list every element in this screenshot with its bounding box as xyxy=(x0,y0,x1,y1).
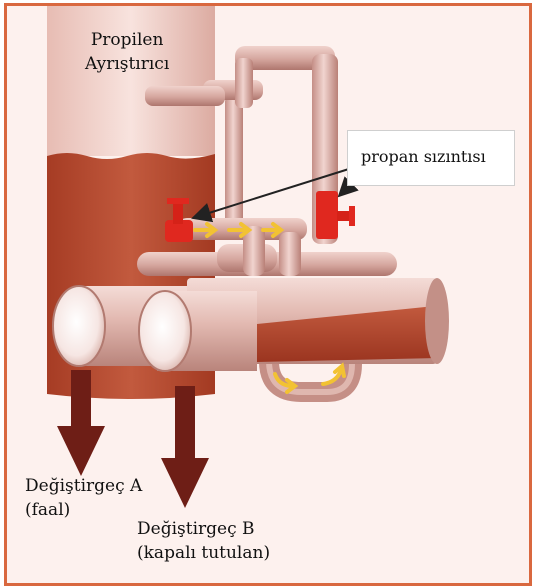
exchanger-b-front xyxy=(139,291,257,371)
exchanger-a-status: (faal) xyxy=(25,500,142,520)
exchanger-b-label: Değiştirgeç B (kapalı tutulan) xyxy=(137,519,270,563)
exchanger-a-name: Değiştirgeç A xyxy=(25,476,142,496)
outlet-arrow-b xyxy=(161,386,209,508)
diagram-frame: Propilen Ayrıştırıcı propan sızıntısı De… xyxy=(4,3,532,586)
exchanger-b-name: Değiştirgeç B xyxy=(137,519,270,539)
column-title-line1: Propilen xyxy=(85,28,169,52)
column-title: Propilen Ayrıştırıcı xyxy=(85,28,169,76)
leak-valve-right xyxy=(316,191,355,239)
leak-label-box: propan sızıntısı xyxy=(347,130,515,186)
leak-label: propan sızıntısı xyxy=(361,147,486,167)
column-title-line2: Ayrıştırıcı xyxy=(85,52,169,76)
exchanger-b-status: (kapalı tutulan) xyxy=(137,543,270,563)
exchanger-a-label: Değiştirgeç A (faal) xyxy=(25,476,142,520)
